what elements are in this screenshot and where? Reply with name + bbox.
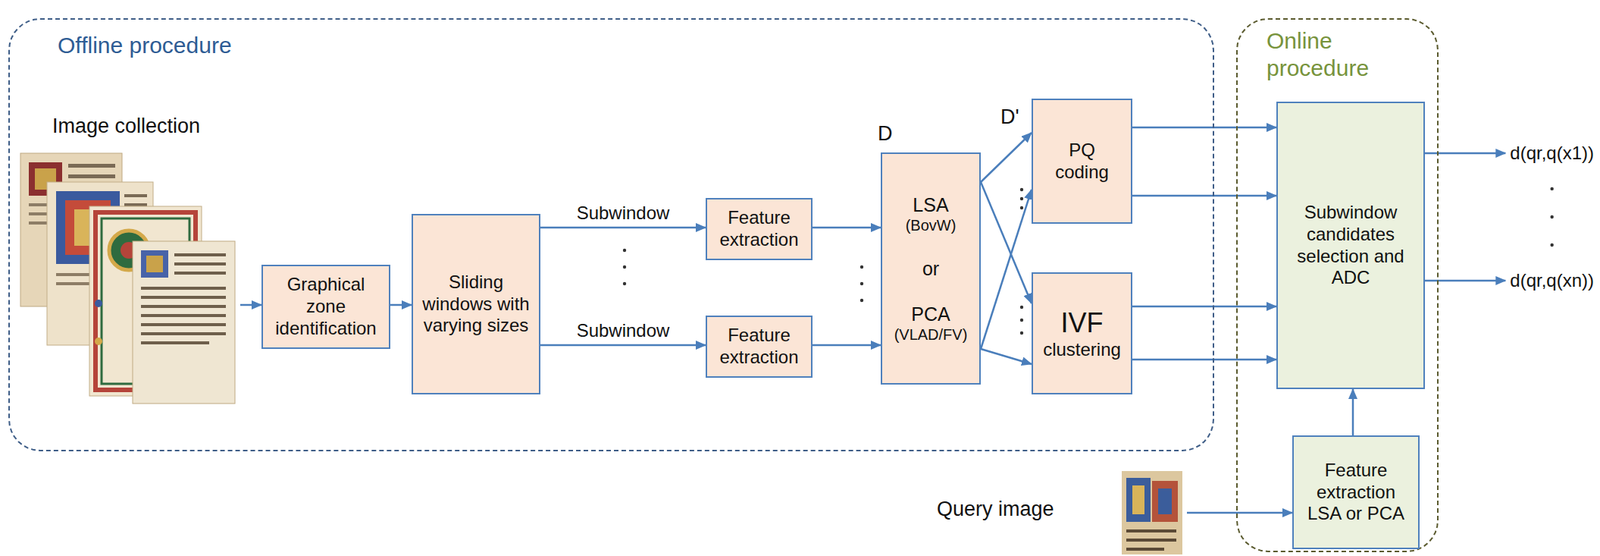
box-text: PCA <box>911 302 950 326</box>
arrow-connector <box>1132 194 1277 198</box>
ellipsis-dot <box>1549 215 1554 219</box>
process-box: PQ coding <box>1031 98 1133 224</box>
process-box: Graphical zone identification <box>261 264 391 349</box>
box-text: clustering <box>1042 338 1121 361</box>
ellipsis-dot <box>1549 243 1554 247</box>
output-label: d(qr,q(xn)) <box>1509 269 1594 292</box>
arrow-connector <box>1132 305 1277 308</box>
output-arrow <box>1424 152 1506 155</box>
output-arrow <box>1424 279 1506 282</box>
arrow-connector <box>1132 358 1277 361</box>
query-image: Query image <box>936 469 1187 555</box>
box-text: LSA <box>912 193 949 217</box>
process-box: Feature extraction <box>705 315 813 378</box>
box-text: (BovW) <box>905 216 957 235</box>
box-text: Feature extraction LSA or PCA <box>1302 459 1410 525</box>
offline-region: Offline procedureImage collectionGraphic… <box>8 18 1215 451</box>
arrow-connector <box>1352 388 1355 436</box>
arrow-connector <box>540 226 706 229</box>
manuscript-page <box>132 241 235 404</box>
output-label: d(qr,q(x1)) <box>1509 142 1594 165</box>
image-collection: Image collection <box>12 111 241 408</box>
dimension-label: D' <box>1000 104 1020 129</box>
box-text: Feature extraction <box>711 206 807 251</box>
heading-text: Online procedure <box>1266 27 1419 82</box>
box-text: Sliding windows with varying sizes <box>417 271 535 337</box>
box-text: PQ coding <box>1048 139 1117 184</box>
arrow-connector <box>1132 126 1277 129</box>
process-box: LSA(BovW) orPCA(VLAD/FV) <box>880 152 981 385</box>
ellipsis-dot <box>1549 187 1554 191</box>
edge-label: Subwindow <box>575 319 672 342</box>
heading-text: Query image <box>936 496 1055 521</box>
box-text: Subwindow candidates selection and ADC <box>1293 201 1408 289</box>
arrow-connector <box>980 348 1032 364</box>
query-image-picture <box>1121 470 1183 555</box>
arrow-connector <box>540 344 706 347</box>
process-box: Feature extraction <box>705 197 813 260</box>
arrow-connector <box>390 303 412 307</box>
arrow-connector <box>980 189 1032 349</box>
dimension-label: D <box>877 121 893 146</box>
box-text: Graphical zone identification <box>267 273 385 339</box>
box-text: (VLAD/FV) <box>894 325 968 344</box>
heading-text: Image collection <box>52 113 201 138</box>
box-text: or <box>922 256 940 280</box>
heading-text: Offline procedure <box>57 31 232 60</box>
arrow-connector <box>1186 511 1293 514</box>
process-box: IVFclustering <box>1031 272 1133 395</box>
arrow-connector <box>980 181 1032 304</box>
process-box: Subwindow candidates selection and ADC <box>1276 101 1425 389</box>
edge-label: Subwindow <box>575 202 672 225</box>
arrow-connector <box>812 344 881 347</box>
process-box: Feature extraction LSA or PCA <box>1292 435 1420 549</box>
arrow-connector <box>980 132 1032 182</box>
process-box: Sliding windows with varying sizes <box>411 213 541 395</box>
arrow-connector <box>240 303 262 307</box>
arrow-connector <box>812 226 881 229</box>
box-text: IVF <box>1060 306 1103 339</box>
box-text: Feature extraction <box>711 324 807 369</box>
online-region: Online procedureSubwindow candidates sel… <box>1236 18 1439 552</box>
